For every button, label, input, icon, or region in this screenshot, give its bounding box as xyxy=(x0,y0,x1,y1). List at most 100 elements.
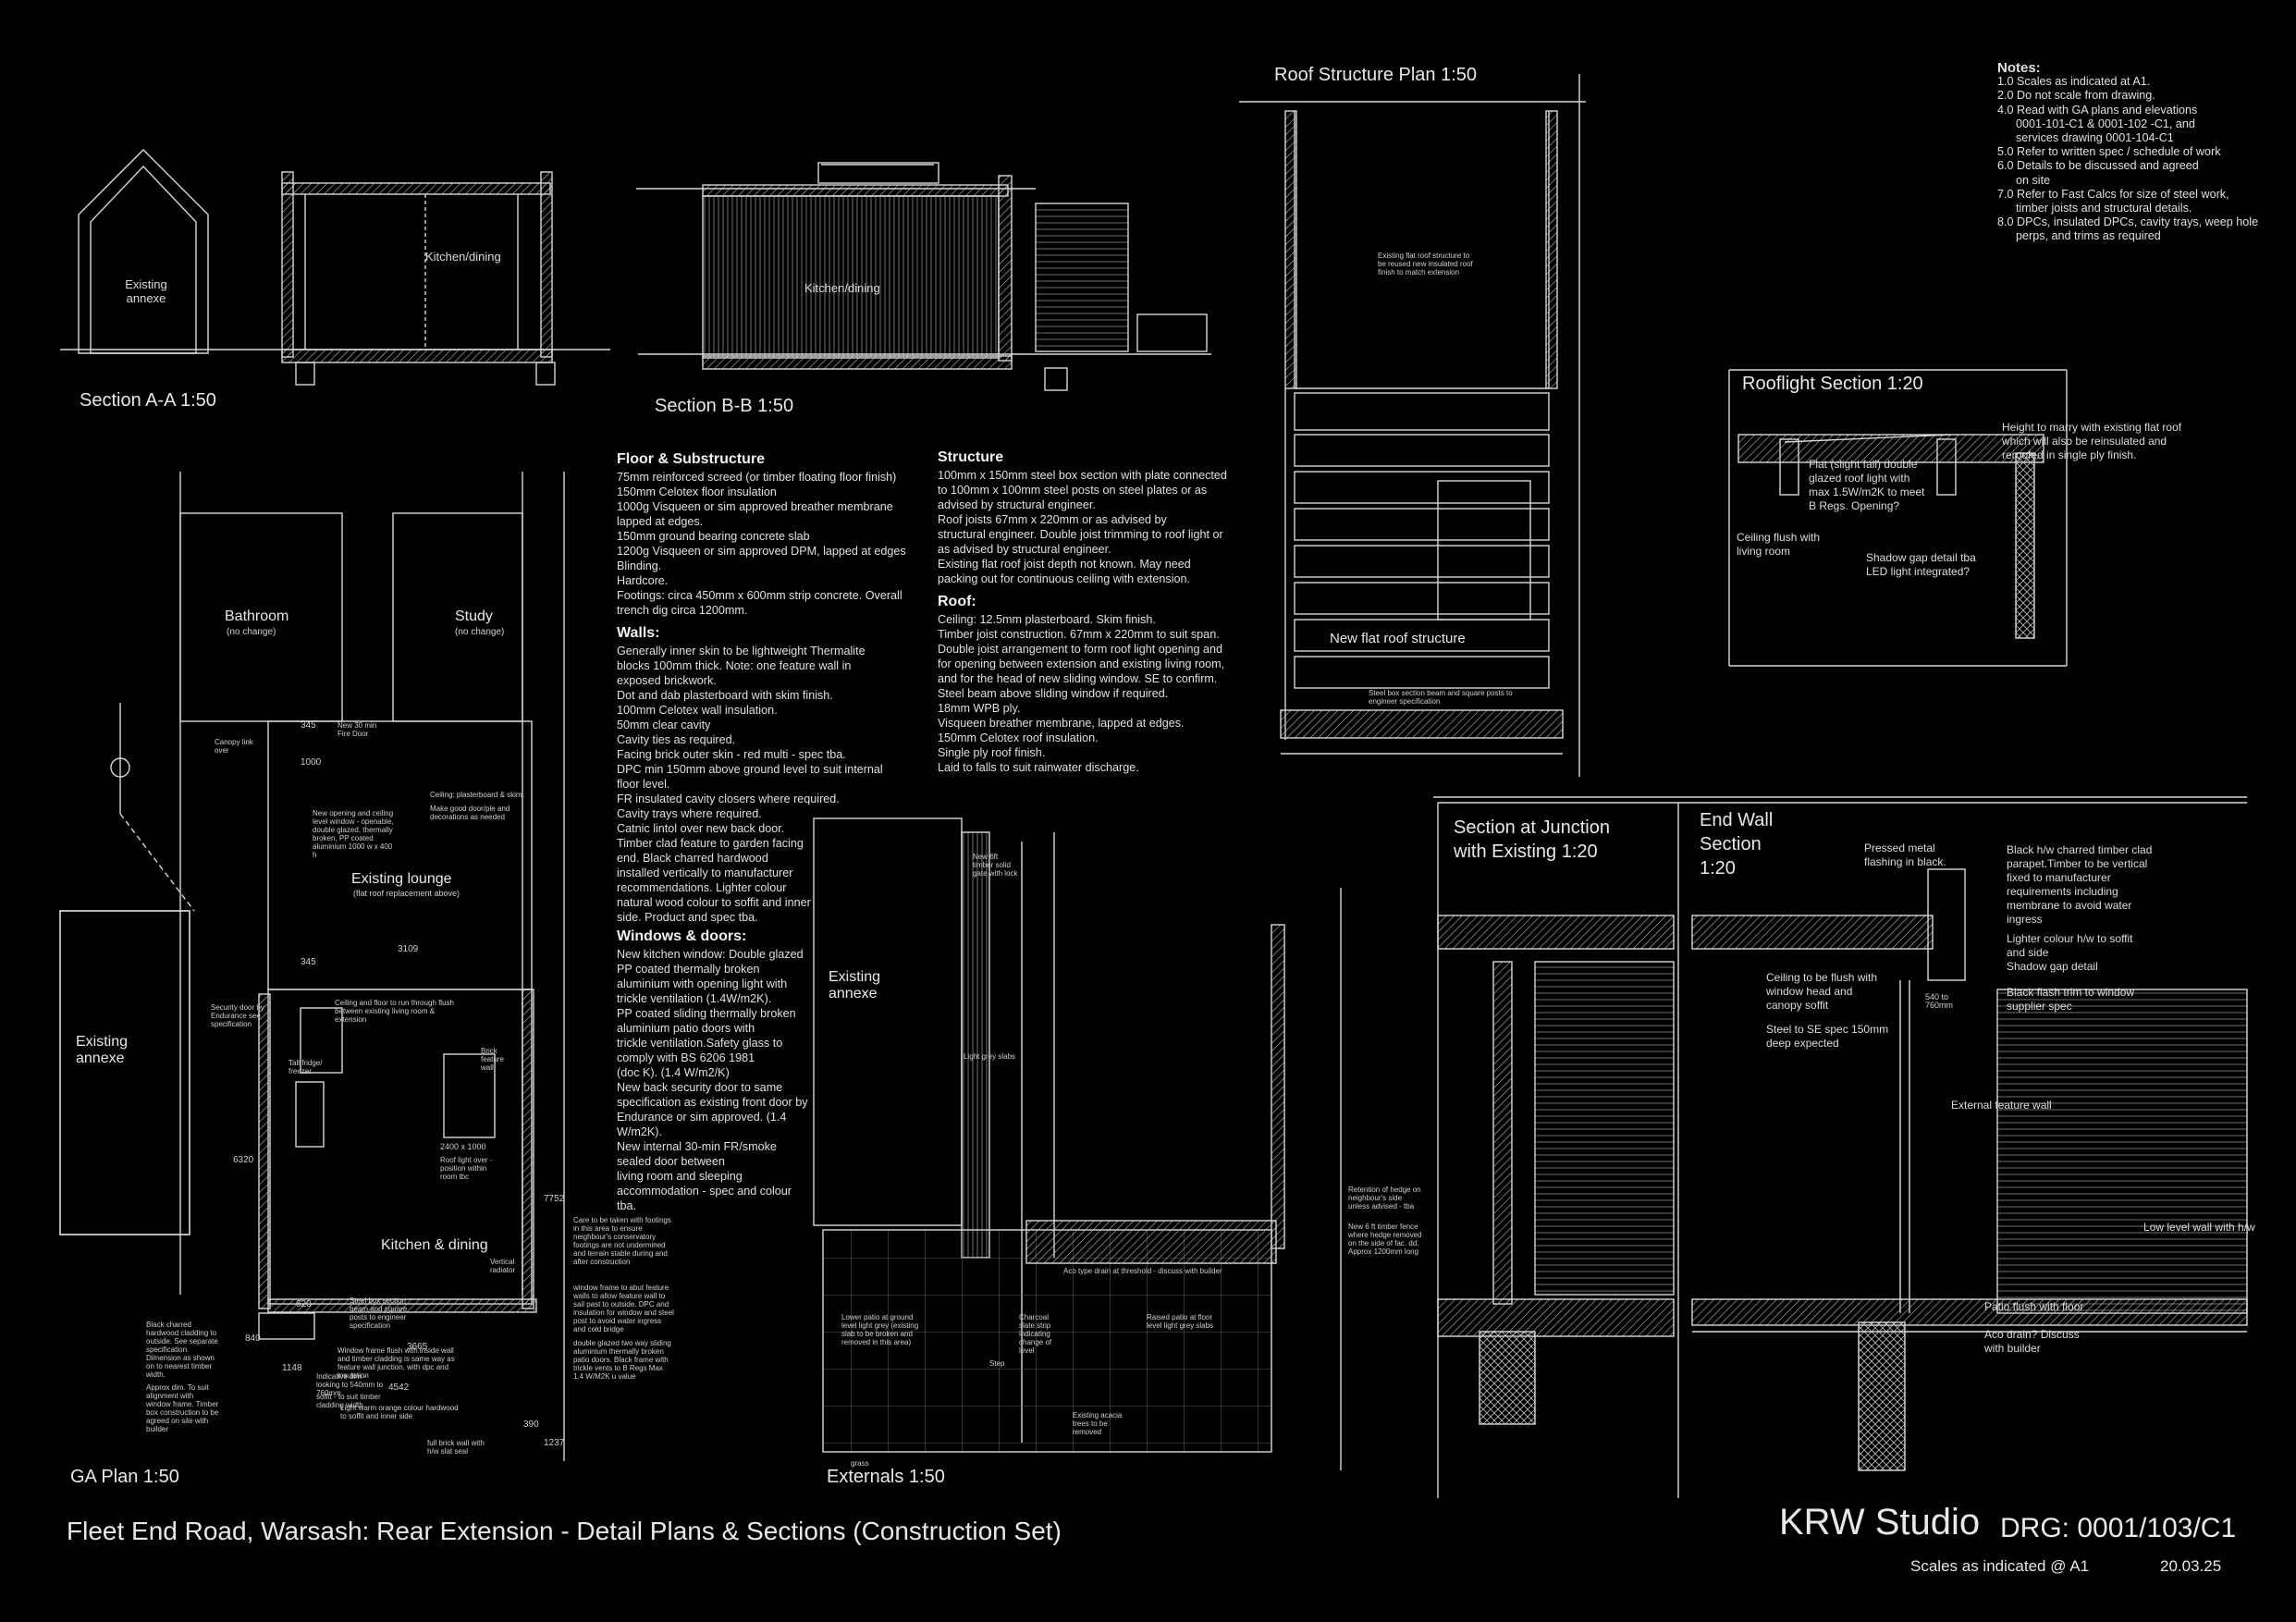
dim-620: 620 xyxy=(296,1299,312,1309)
windows-line: PP coated thermally broken xyxy=(617,963,760,976)
dim-1237: 1237 xyxy=(544,1438,565,1448)
dim-345b: 345 xyxy=(301,957,316,967)
floor-line: 1200g Visqueen or sim approved DPM, lapp… xyxy=(617,545,906,558)
structure-list: 100mm x 150mm steel box section with pla… xyxy=(938,468,1227,586)
rooflight-flat-note: Flat (slight fall) double glazed roof li… xyxy=(1809,458,1925,512)
ga-steel-box: Steel box section beam and square posts … xyxy=(350,1296,408,1330)
dim-6320: 6320 xyxy=(233,1155,254,1165)
endwall-black-flash: Black flash trim to window supplier spec xyxy=(2007,986,2135,1013)
windows-line: W/m2K). xyxy=(617,1125,662,1138)
floor-line: 150mm ground bearing concrete slab xyxy=(617,530,810,543)
kitchen-dining-aa: Kitchen/dining xyxy=(425,250,501,264)
roof-line: Double joist arrangement to form roof li… xyxy=(938,643,1223,656)
note-item: 4.0 Read with GA plans and elevations xyxy=(1997,103,2198,117)
dim-3665: 3665 xyxy=(407,1342,428,1352)
ga-window-frame: Window frame flush with inside wall and … xyxy=(338,1346,455,1380)
ga-plan-drawing xyxy=(59,472,565,1461)
ga-tall-fridge: Tall fridge/ freezer xyxy=(289,1059,323,1075)
walls-line: Cavity trays where required. xyxy=(617,807,762,820)
walls-line: Timber clad feature to garden facing xyxy=(617,837,804,850)
junction-title-2: with Existing 1:20 xyxy=(1454,842,1598,862)
walls-line: Facing brick outer skin - red multi - sp… xyxy=(617,748,846,761)
endwall-lighter: Lighter colour h/w to soffit and side xyxy=(2007,932,2133,959)
roof-plan-title: Roof Structure Plan 1:50 xyxy=(1274,65,1478,85)
annexe-ga-2: annexe xyxy=(76,1051,125,1066)
existing-annexe-aa: Existing annexe xyxy=(125,277,167,305)
structure-line: advised by structural engineer. xyxy=(938,498,1096,511)
note-item: 2.0 Do not scale from drawing. xyxy=(1997,89,2155,103)
ga-full-brick: full brick wall with h/w slat seal xyxy=(427,1439,485,1456)
structure-line: packing out for continuous ceiling with … xyxy=(938,572,1191,585)
structure-line: structural engineer. Double joist trimmi… xyxy=(938,528,1223,541)
floor-line: Footings: circa 450mm x 600mm strip conc… xyxy=(617,589,902,602)
roof-line: Laid to falls to suit rainwater discharg… xyxy=(938,761,1139,774)
windows-list: New kitchen window: Double glazed PP coa… xyxy=(617,947,906,1213)
note-item: on site xyxy=(2016,173,2051,187)
section-bb-title: Section B-B 1:50 xyxy=(655,396,794,416)
walls-line: side. Product and spec tba. xyxy=(617,911,758,924)
bathroom-label: Bathroom xyxy=(225,608,289,624)
walls-line: Dot and dab plasterboard with skim finis… xyxy=(617,689,833,702)
roof-line: and for the head of new sliding window. … xyxy=(938,672,1218,685)
study-label: Study xyxy=(455,608,493,624)
general-notes: Notes: 1.0 Scales as indicated at A1. 2.… xyxy=(1997,61,2258,244)
ext-retention: Retention of hedge on neighbour's side u… xyxy=(1348,1186,1421,1210)
windows-line: (doc K). (1.4 W/m2/K) xyxy=(617,1066,730,1079)
ext-new-fence: New 6 ft timber fence where hedge remove… xyxy=(1348,1223,1422,1256)
dim-4542: 4542 xyxy=(388,1382,410,1393)
walls-line: 50mm clear cavity xyxy=(617,719,711,731)
windows-line: aluminium with opening light with xyxy=(617,977,788,990)
endwall-title-3: 1:20 xyxy=(1700,858,1736,879)
ga-double-glazed: double glazed two way sliding aluminium … xyxy=(573,1339,671,1381)
ga-brick-feature: Brick feature wall xyxy=(481,1047,504,1072)
roof-line: Steel beam above sliding window if requi… xyxy=(938,687,1169,700)
kitchen-dining-label: Kitchen & dining xyxy=(381,1237,488,1253)
note-item: 7.0 Refer to Fast Calcs for size of stee… xyxy=(1997,187,2229,201)
endwall-charred: Black h/w charred timber clad parapet.Ti… xyxy=(2007,843,2153,926)
note-item: 8.0 DPCs, insulated DPCs, cavity trays, … xyxy=(1997,215,2259,229)
note-item: perps, and trims as required xyxy=(2016,229,2161,243)
walls-line: exposed brickwork. xyxy=(617,674,717,687)
endwall-aco: Aco drain? Discuss with builder xyxy=(1984,1328,2080,1355)
rooflight-drawing xyxy=(1728,369,2068,667)
windows-line: Endurance or sim approved. (1.4 xyxy=(617,1111,787,1124)
ga-plan-title: GA Plan 1:50 xyxy=(70,1467,179,1487)
externals-title: Externals 1:50 xyxy=(827,1467,945,1487)
structure-line: Existing flat roof joist depth not known… xyxy=(938,558,1191,571)
ga-light-warm: Light warm orange colour hardwood to sof… xyxy=(340,1404,459,1420)
floor-line: trench dig circa 1200mm. xyxy=(617,604,748,617)
ga-ceiling: Ceiling: plasterboard & skim. xyxy=(430,791,524,799)
ga-vertical-radiator: Vertical radiator xyxy=(490,1258,516,1274)
windows-line: PP coated sliding thermally broken xyxy=(617,1007,796,1020)
steel-beam-label: Steel box section beam and square posts … xyxy=(1369,689,1513,706)
endwall-ext-wall: External feature wall xyxy=(1951,1099,2052,1112)
walls-line: installed vertically to manufacturer xyxy=(617,866,793,879)
scale-note: Scales as indicated @ A1 xyxy=(1910,1557,2090,1575)
endwall-low-wall: Low level wall with h/w xyxy=(2143,1221,2255,1234)
walls-line: end. Black charred hardwood xyxy=(617,852,768,865)
windows-line: comply with BS 6206 1981 xyxy=(617,1051,755,1064)
windows-line: specification as existing front door by xyxy=(617,1096,808,1109)
walls-list: Generally inner skin to be lightweight T… xyxy=(617,644,906,925)
dim-840: 840 xyxy=(245,1333,261,1344)
roof-line: 150mm Celotex roof insulation. xyxy=(938,731,1099,744)
lounge-label: Existing lounge xyxy=(351,871,452,887)
windows-line: aluminium patio doors with xyxy=(617,1022,755,1035)
ga-window-frame-note: window frame to abut feature walls to al… xyxy=(573,1284,674,1333)
externals-drawing xyxy=(813,817,1342,1470)
structure-heading: Structure xyxy=(938,449,1004,465)
floor-line: 75mm reinforced screed (or timber floati… xyxy=(617,471,897,484)
ga-make-good: Make good door/ple and decorations as ne… xyxy=(430,805,510,821)
endwall-pressed: Pressed metal flashing in black. xyxy=(1864,842,1946,868)
note-item: 1.0 Scales as indicated at A1. xyxy=(1997,75,2151,89)
rooflight-ceiling-note: Ceiling flush with living room xyxy=(1737,531,1821,558)
sheet-title: Fleet End Road, Warsash: Rear Extension … xyxy=(67,1517,1062,1545)
note-item: timber joists and structural details. xyxy=(2016,202,2192,215)
walls-line: floor level. xyxy=(617,778,670,791)
rooflight-height-note: Height to marry with existing flat roof … xyxy=(2002,421,2182,461)
endwall-ceiling-flush: Ceiling to be flush with window head and… xyxy=(1766,971,1878,1012)
ga-ceiling-floor: Ceiling and floor to run through flush b… xyxy=(335,999,454,1024)
note-item: 0001-101-C1 & 0001-102 -C1, and xyxy=(2016,117,2195,130)
dim-345a: 345 xyxy=(301,720,316,731)
